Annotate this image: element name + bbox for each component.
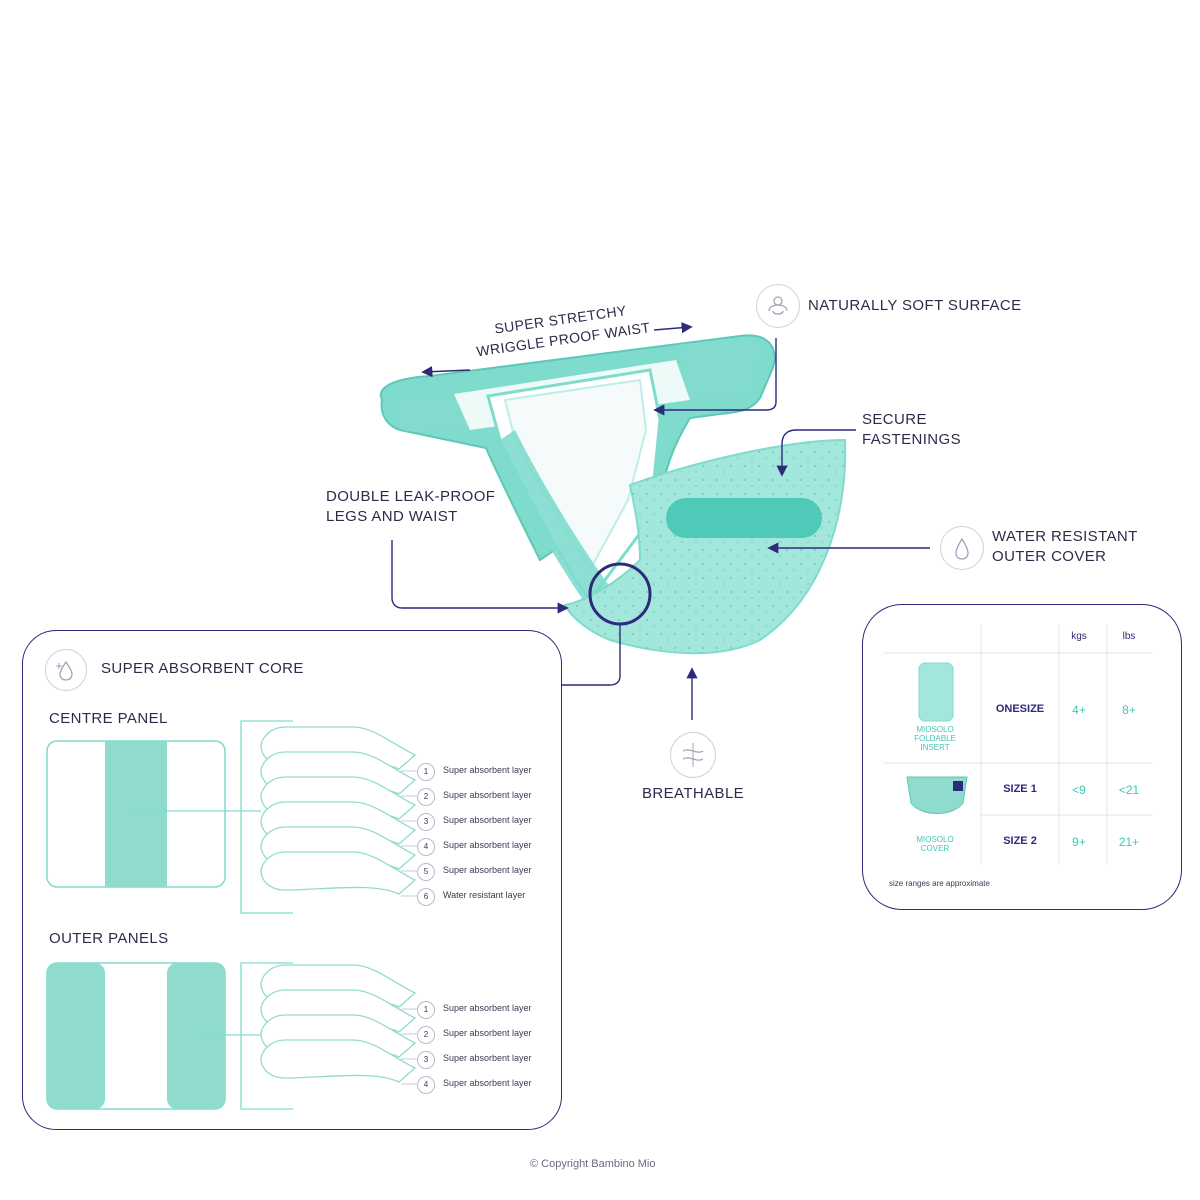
layer-label: Super absorbent layer <box>443 765 532 775</box>
layer-label: Super absorbent layer <box>443 1003 532 1013</box>
layer-number: 3 <box>417 1051 435 1069</box>
size-lbs: 8+ <box>1122 703 1136 717</box>
leak-proof-line2: LEGS AND WAIST <box>326 508 458 525</box>
cover-caption-2: COVER <box>920 844 950 853</box>
layer-number: 4 <box>417 1076 435 1094</box>
absorbent-core-panel: SUPER ABSORBENT CORE CENTRE PANEL OUTER … <box>22 630 562 1130</box>
leak-proof-label: DOUBLE LEAK-PROOF LEGS AND WAIST <box>326 487 495 527</box>
size-note: size ranges are approximate <box>889 879 990 888</box>
layer-number: 1 <box>417 1001 435 1019</box>
soft-surface-label: NATURALLY SOFT SURFACE <box>808 297 1022 314</box>
layer-sheet <box>260 851 417 895</box>
layer-number: 2 <box>417 788 435 806</box>
cover-caption-1: MIOSOLO <box>916 835 954 844</box>
col-kgs-header: kgs <box>1071 631 1087 642</box>
layer-label: Super absorbent layer <box>443 1078 532 1088</box>
layer-label: Super absorbent layer <box>443 815 532 825</box>
core-title: SUPER ABSORBENT CORE <box>101 660 304 677</box>
size-lbs: <21 <box>1118 783 1140 797</box>
layer-number: 3 <box>417 813 435 831</box>
core-layer-diagram <box>46 720 417 1110</box>
layer-label: Super absorbent layer <box>443 840 532 850</box>
size-kgs: 4+ <box>1072 703 1086 717</box>
absorbent-icon <box>45 649 87 691</box>
insert-caption-1: MIOSOLO <box>916 725 954 734</box>
water-resistant-line2: OUTER COVER <box>992 548 1107 565</box>
insert-caption-2: FOLDABLE <box>914 734 956 743</box>
insert-caption: MIOSOLO FOLDABLE INSERT <box>899 725 971 752</box>
water-resistant-label: WATER RESISTANT OUTER COVER <box>992 527 1138 567</box>
diaper-illustration <box>379 334 847 655</box>
size-kgs: <9 <box>1072 783 1086 797</box>
copyright-text: © Copyright Bambino Mio <box>530 1158 656 1170</box>
leak-proof-line1: DOUBLE LEAK-PROOF <box>326 488 496 505</box>
airflow-icon <box>670 732 716 778</box>
layer-sheet <box>260 1039 417 1083</box>
centre-panel-title: CENTRE PANEL <box>49 710 168 727</box>
fastenings-line2: FASTENINGS <box>862 431 962 448</box>
col-lbs-header: lbs <box>1122 631 1136 642</box>
layer-label: Water resistant layer <box>443 890 526 900</box>
insert-caption-3: INSERT <box>920 743 950 752</box>
breathable-label: BREATHABLE <box>642 785 745 802</box>
size-name: ONESIZE <box>995 703 1045 715</box>
layer-number: 4 <box>417 838 435 856</box>
fastenings-line1: SECURE <box>862 411 927 428</box>
size-table-grid <box>883 625 1153 865</box>
soft-surface-icon <box>756 284 800 328</box>
layer-number: 2 <box>417 1026 435 1044</box>
layer-number: 1 <box>417 763 435 781</box>
water-resistant-line1: WATER RESISTANT <box>992 528 1138 545</box>
layer-number: 6 <box>417 888 435 906</box>
layer-label: Super absorbent layer <box>443 1053 532 1063</box>
size-name: SIZE 2 <box>1003 835 1037 847</box>
cover-caption: MIOSOLO COVER <box>899 835 971 853</box>
layer-label: Super absorbent layer <box>443 1028 532 1038</box>
size-kgs: 9+ <box>1072 835 1086 849</box>
fastenings-label: SECURE FASTENINGS <box>862 410 961 450</box>
layer-label: Super absorbent layer <box>443 865 532 875</box>
outer-panels-title: OUTER PANELS <box>49 930 169 947</box>
size-table-panel: kgs lbs MIOSOLO FOLDABLE INSERT MIOSOLO … <box>862 604 1182 910</box>
layer-number: 5 <box>417 863 435 881</box>
size-lbs: 21+ <box>1118 835 1140 849</box>
layer-label: Super absorbent layer <box>443 790 532 800</box>
size-name: SIZE 1 <box>1003 783 1037 795</box>
water-drop-icon <box>940 526 984 570</box>
